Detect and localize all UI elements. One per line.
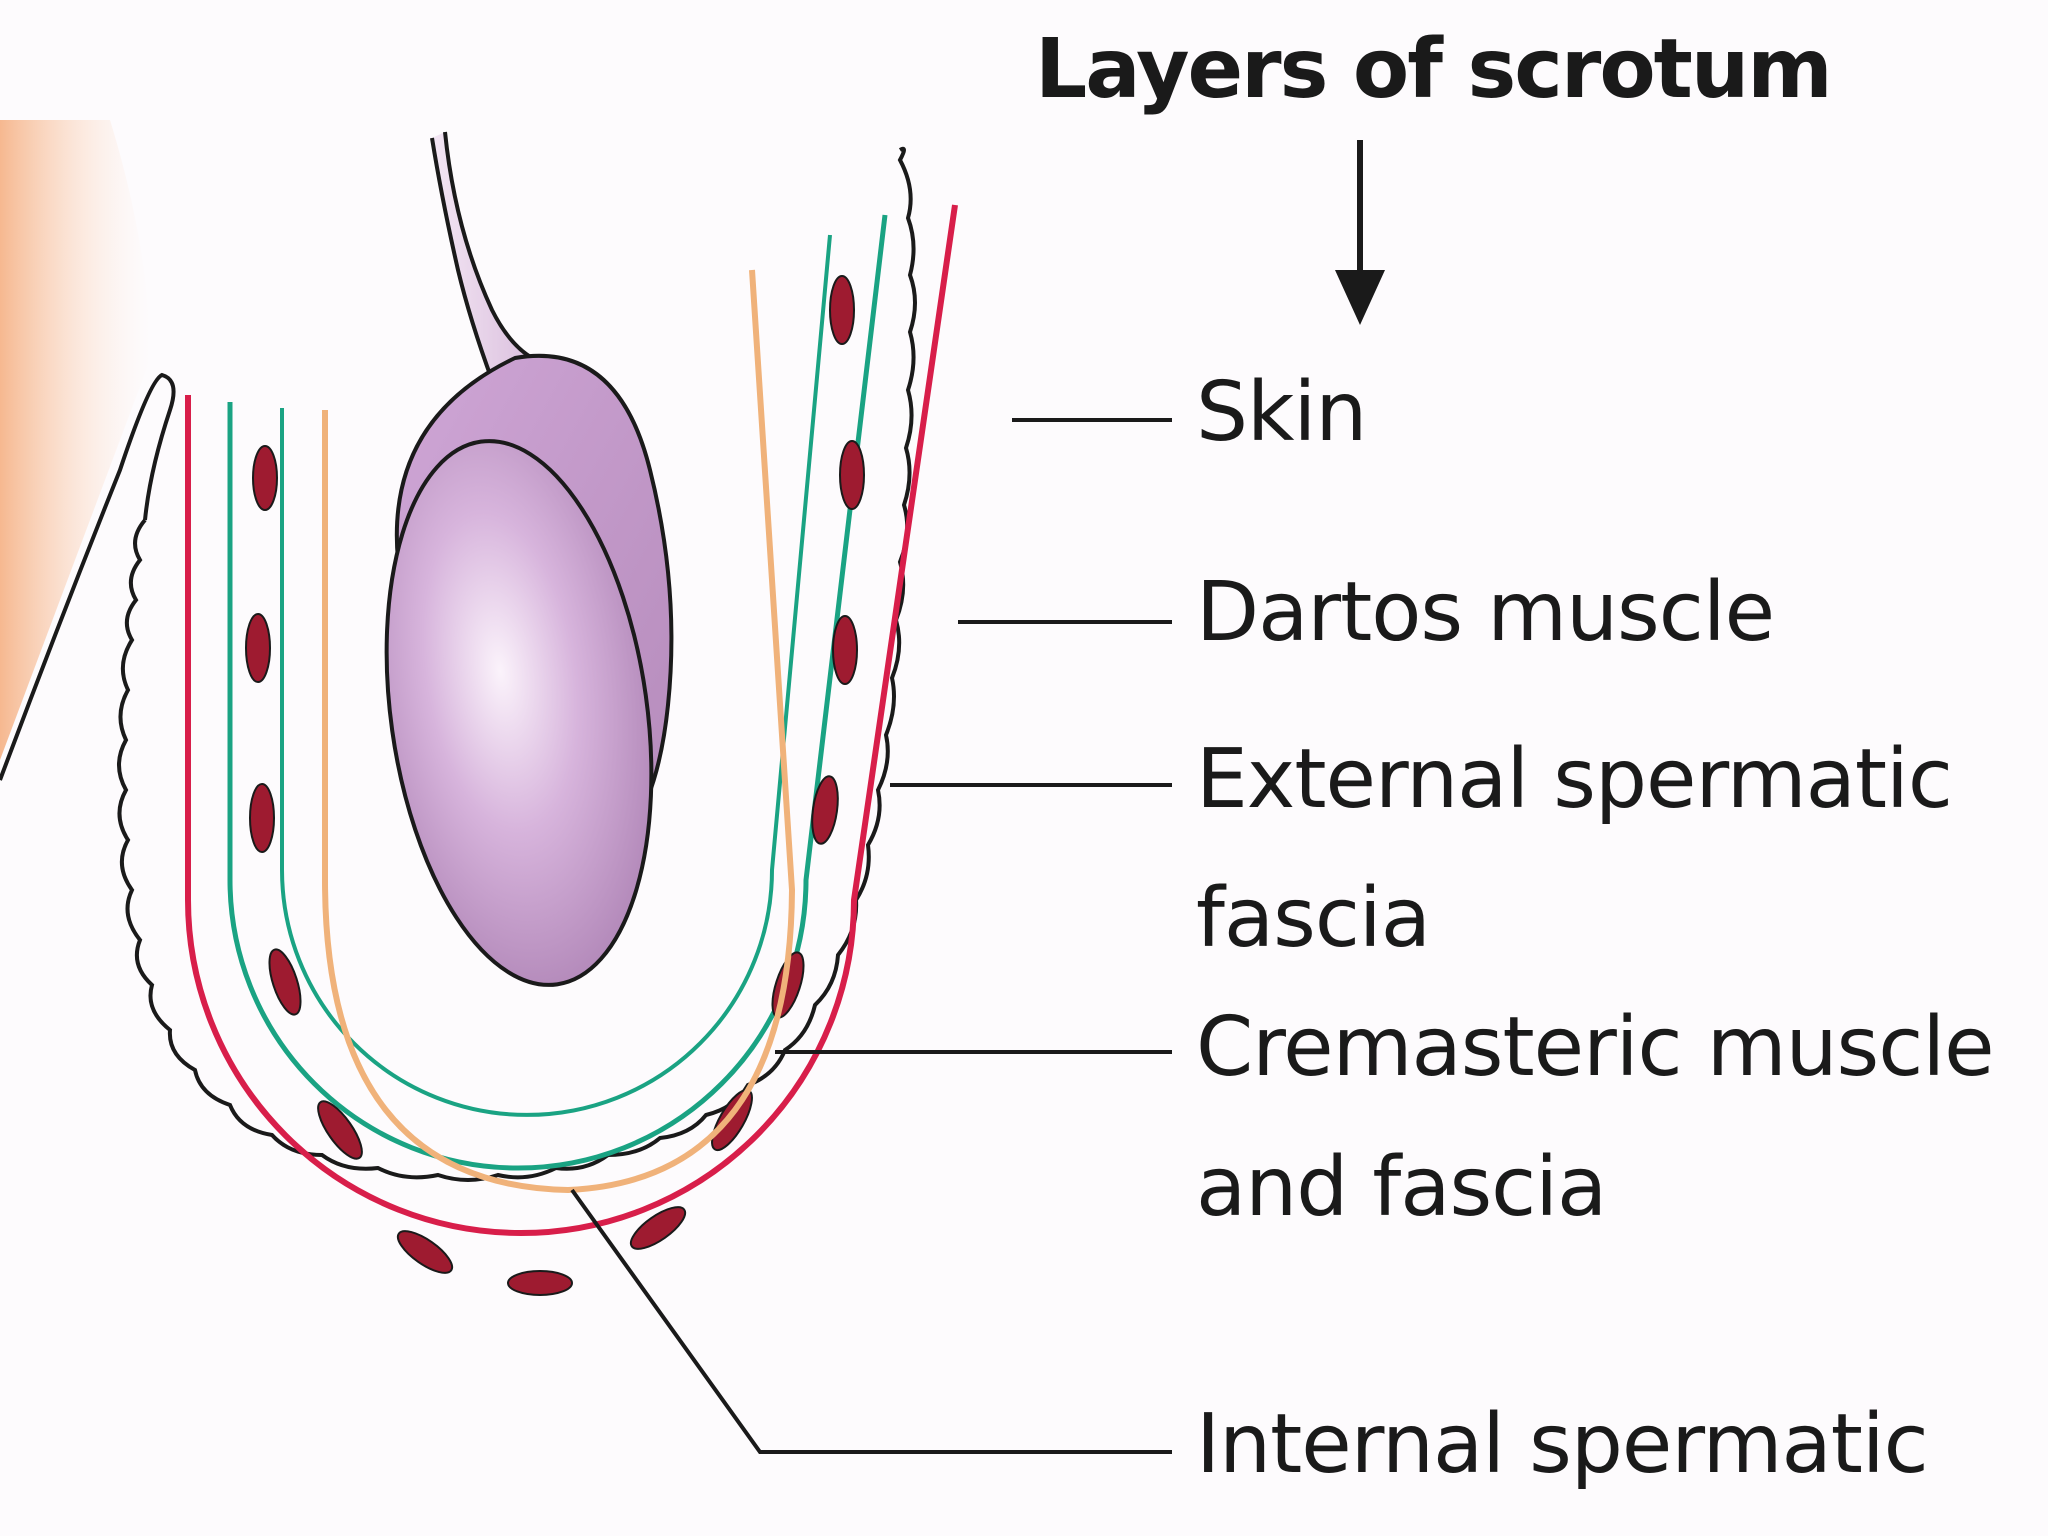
- cremasteric-muscle-dots: [245, 275, 865, 1296]
- label-cremasteric-line1: Cremasteric muscle: [1196, 1000, 1995, 1095]
- label-internal-spermatic: Internal spermatic: [1196, 1397, 1929, 1492]
- thigh-shape: [0, 120, 150, 760]
- spermatic-cord: [430, 131, 546, 383]
- label-external-spermatic-line1: External spermatic: [1196, 732, 1953, 827]
- label-dartos-muscle: Dartos muscle: [1196, 565, 1775, 660]
- label-skin: Skin: [1196, 365, 1367, 460]
- skin-outline: [117, 146, 917, 1182]
- internal-spermatic-fascia-layer: [322, 269, 796, 1194]
- thigh-outline: [0, 372, 176, 781]
- title-arrow: [1335, 140, 1385, 325]
- dartos-layer: [185, 204, 958, 1236]
- leader-internal: [570, 1188, 1172, 1454]
- label-cremasteric-line2: and fascia: [1196, 1140, 1607, 1235]
- cremasteric-fascia-layer: [280, 234, 832, 1117]
- testis: [384, 439, 654, 987]
- diagram-title: Layers of scrotum: [1035, 22, 1833, 117]
- label-external-spermatic-line2: fascia: [1196, 871, 1431, 966]
